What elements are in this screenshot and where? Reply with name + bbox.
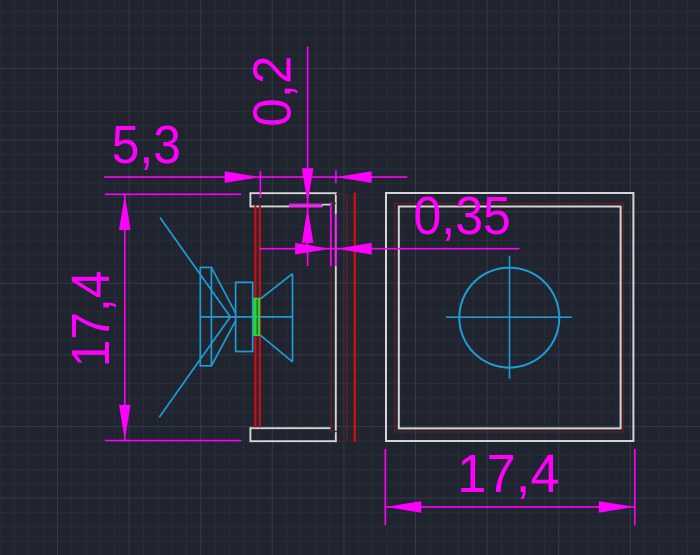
svg-text:0,35: 0,35	[414, 186, 511, 246]
svg-text:0,2: 0,2	[242, 56, 302, 127]
svg-text:17,4: 17,4	[61, 271, 121, 368]
svg-text:5,3: 5,3	[112, 115, 181, 175]
svg-text:17,4: 17,4	[457, 444, 559, 504]
